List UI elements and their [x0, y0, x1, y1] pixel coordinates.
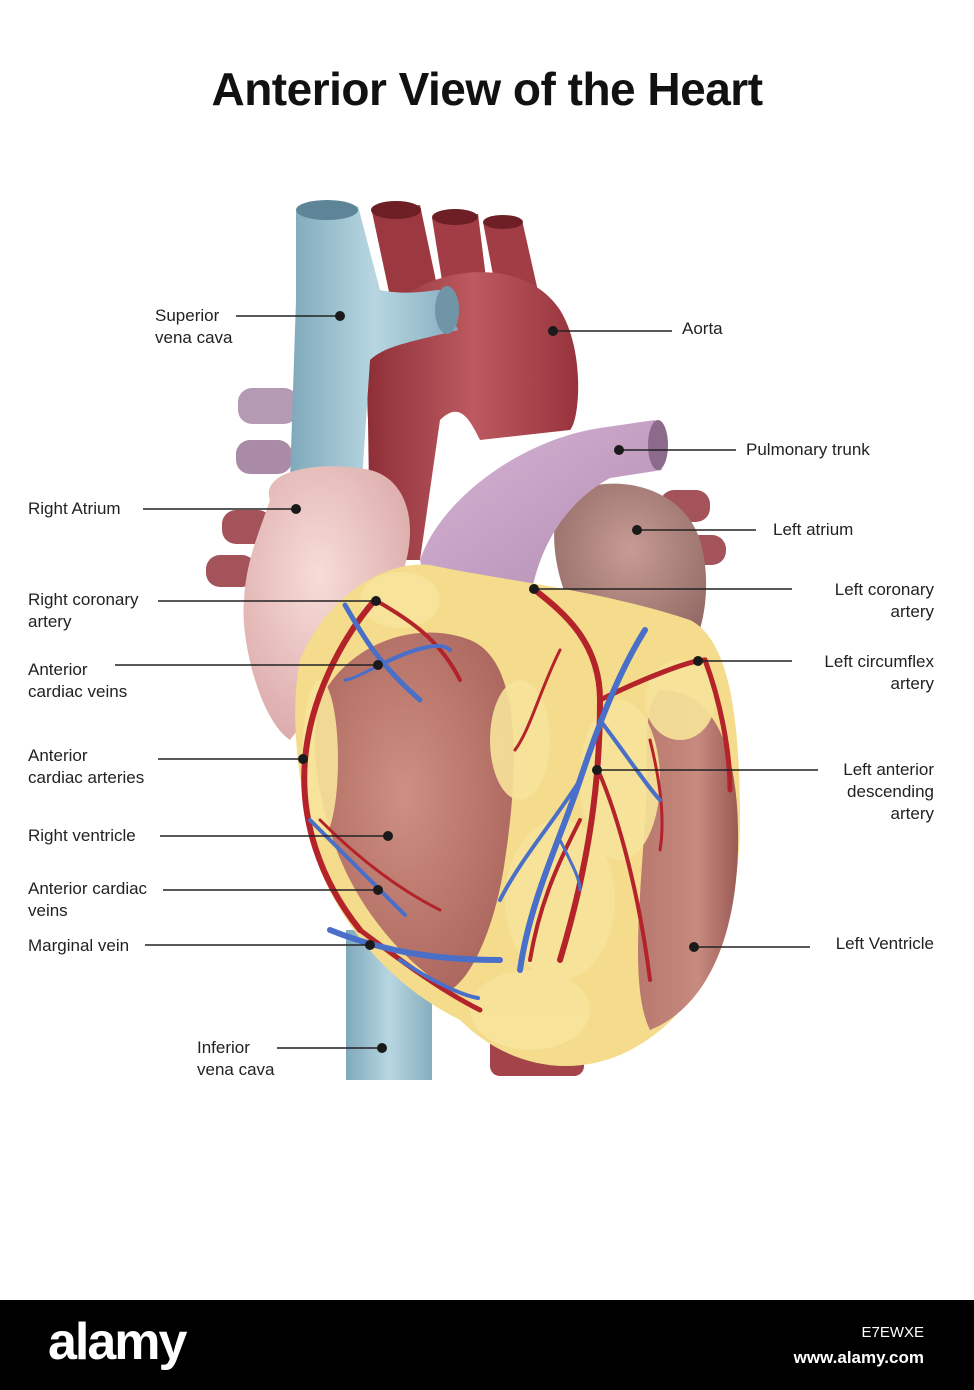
dot-anterior-cardiac-veins-bottom: [373, 885, 383, 895]
pulmonary-trunk-shape: [420, 420, 668, 600]
label-anterior-cardiac-veins-top: Anterior cardiac veins: [28, 660, 128, 701]
leader-dots: [291, 311, 703, 1053]
pulmonary-veins-right: [206, 388, 298, 587]
label-anterior-cardiac-arteries: Anterior cardiac arteries: [28, 746, 145, 787]
label-right-ventricle: Right ventricle: [28, 826, 136, 845]
dot-anterior-cardiac-veins-top: [373, 660, 383, 670]
label-superior-vena-cava: Superior vena cava: [155, 306, 233, 347]
dot-right-ventricle: [383, 831, 393, 841]
dot-right-coronary: [371, 596, 381, 606]
label-inferior-vena-cava: Inferior vena cava: [197, 1038, 275, 1079]
dot-left-circumflex: [693, 656, 703, 666]
dot-left-ventricle: [689, 942, 699, 952]
dot-anterior-cardiac-arteries: [298, 754, 308, 764]
footer-bar: [0, 1300, 974, 1390]
left-ventricle-shape: [638, 690, 739, 1030]
superior-vena-cava-shape: [290, 200, 459, 480]
image-id: E7EWXE: [861, 1324, 924, 1341]
dot-inferior-vena-cava: [377, 1043, 387, 1053]
label-left-ventricle: Left Ventricle: [835, 934, 934, 953]
dot-lad: [592, 765, 602, 775]
label-pulmonary-trunk: Pulmonary trunk: [746, 440, 870, 459]
label-right-atrium: Right Atrium: [28, 499, 121, 518]
label-left-anterior-descending-artery: Left anterior descending artery: [843, 760, 934, 823]
label-left-circumflex-artery: Left circumflex artery: [824, 652, 934, 693]
right-ventricle-shape: [314, 632, 514, 990]
dot-left-coronary: [529, 584, 539, 594]
label-right-coronary-artery: Right coronary artery: [28, 590, 139, 631]
label-anterior-cardiac-veins-bottom: Anterior cardiac veins: [28, 879, 148, 920]
cardiac-veins: [308, 602, 662, 1000]
right-atrium-shape: [243, 466, 410, 740]
dot-marginal-vein: [365, 940, 375, 950]
label-left-coronary-artery: Left coronary artery: [834, 580, 934, 621]
brand-logo: alamy: [48, 1313, 187, 1371]
dot-superior-vena-cava: [335, 311, 345, 321]
dot-right-atrium: [291, 504, 301, 514]
label-marginal-vein: Marginal vein: [28, 936, 130, 955]
heart-illustration: [115, 200, 818, 1080]
aorta-shape: [367, 272, 579, 560]
site-url: www.alamy.com: [793, 1348, 924, 1367]
label-left-atrium: Left atrium: [773, 520, 854, 539]
label-aorta: Aorta: [682, 319, 723, 338]
dot-aorta: [548, 326, 558, 336]
page-title: Anterior View of the Heart: [211, 63, 763, 115]
leader-lines: [115, 315, 818, 1049]
dot-pulmonary-trunk: [614, 445, 624, 455]
dot-left-atrium: [632, 525, 642, 535]
